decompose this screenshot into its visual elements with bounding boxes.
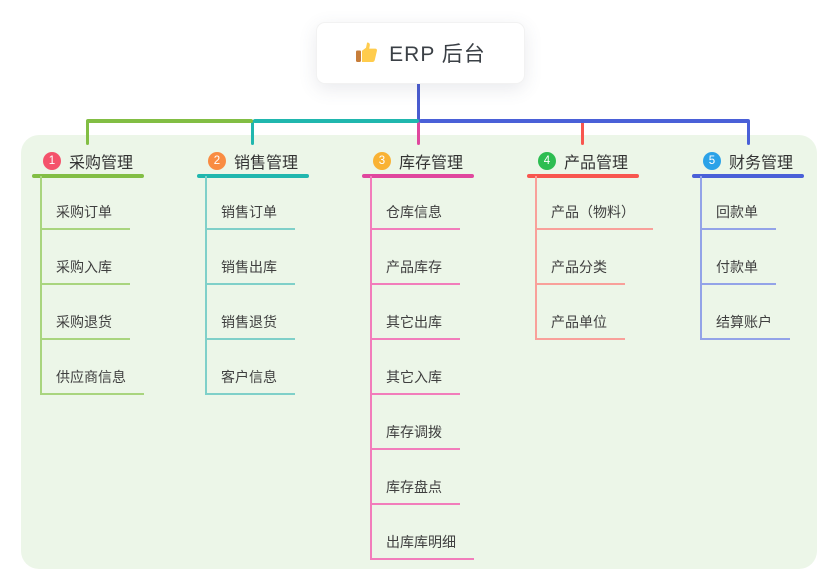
- branches-panel: [21, 135, 817, 569]
- child-node-stock-count[interactable]: 库存盘点: [370, 478, 460, 505]
- branch-spine-product: [535, 176, 537, 340]
- child-node-sales-return[interactable]: 销售退货: [205, 313, 295, 340]
- connector-bus-right-blue: [419, 119, 750, 123]
- thumbs-up-icon: [355, 41, 379, 65]
- badge-1-icon: 1: [42, 152, 61, 170]
- connector-drop-sales: [251, 120, 254, 145]
- connector-bus-left-green: [86, 119, 253, 123]
- branch-node-product[interactable]: 4 产品管理: [527, 148, 639, 174]
- child-node-sales-order[interactable]: 销售订单: [205, 203, 295, 230]
- branch-spine-sales: [205, 176, 207, 395]
- child-node-purchase-return[interactable]: 采购退货: [40, 313, 130, 340]
- badge-2-icon: 2: [207, 152, 226, 170]
- branch-title-finance: 财务管理: [728, 155, 793, 172]
- connector-drop-product: [581, 120, 584, 145]
- branch-underline-inventory: [362, 174, 474, 178]
- child-node-outbound-detail[interactable]: 出库库明细: [370, 533, 474, 560]
- branch-underline-finance: [692, 174, 804, 178]
- connector-drop-purchase: [86, 120, 89, 145]
- branch-title-product: 产品管理: [563, 155, 628, 172]
- branch-title-inventory: 库存管理: [398, 155, 463, 172]
- connector-drop-inventory: [417, 120, 420, 145]
- branch-underline-purchase: [32, 174, 144, 178]
- child-node-purchase-inbound[interactable]: 采购入库: [40, 258, 130, 285]
- child-node-product-material[interactable]: 产品（物料）: [535, 203, 653, 230]
- child-node-settlement-account[interactable]: 结算账户: [700, 313, 790, 340]
- connector-bus-mid-teal: [253, 119, 419, 123]
- child-node-customer-info[interactable]: 客户信息: [205, 368, 295, 395]
- child-node-product-stock[interactable]: 产品库存: [370, 258, 460, 285]
- badge-4-icon: 4: [537, 152, 556, 170]
- child-node-receipt-doc[interactable]: 回款单: [700, 203, 776, 230]
- branch-underline-sales: [197, 174, 309, 178]
- branch-spine-finance: [700, 176, 702, 340]
- branch-spine-inventory: [370, 176, 372, 560]
- badge-3-icon: 3: [372, 152, 391, 170]
- child-node-sales-outbound[interactable]: 销售出库: [205, 258, 295, 285]
- root-node[interactable]: ERP 后台: [316, 22, 525, 84]
- child-node-warehouse-info[interactable]: 仓库信息: [370, 203, 460, 230]
- connector-drop-finance: [747, 120, 750, 145]
- branch-title-sales: 销售管理: [233, 155, 298, 172]
- badge-5-icon: 5: [702, 152, 721, 170]
- child-node-other-inbound[interactable]: 其它入库: [370, 368, 460, 395]
- child-node-supplier-info[interactable]: 供应商信息: [40, 368, 144, 395]
- branch-title-purchase: 采购管理: [68, 155, 133, 172]
- branch-node-purchase[interactable]: 1 采购管理: [32, 148, 144, 174]
- branch-node-inventory[interactable]: 3 库存管理: [362, 148, 474, 174]
- child-node-stock-transfer[interactable]: 库存调拨: [370, 423, 460, 450]
- branch-node-sales[interactable]: 2 销售管理: [197, 148, 309, 174]
- branch-spine-purchase: [40, 176, 42, 395]
- child-node-product-unit[interactable]: 产品单位: [535, 313, 625, 340]
- child-node-payment-doc[interactable]: 付款单: [700, 258, 776, 285]
- child-node-other-outbound[interactable]: 其它出库: [370, 313, 460, 340]
- connector-root-drop: [417, 81, 420, 121]
- root-label: ERP 后台: [389, 43, 486, 66]
- branch-node-finance[interactable]: 5 财务管理: [692, 148, 804, 174]
- child-node-purchase-order[interactable]: 采购订单: [40, 203, 130, 230]
- child-node-product-category[interactable]: 产品分类: [535, 258, 625, 285]
- branch-underline-product: [527, 174, 639, 178]
